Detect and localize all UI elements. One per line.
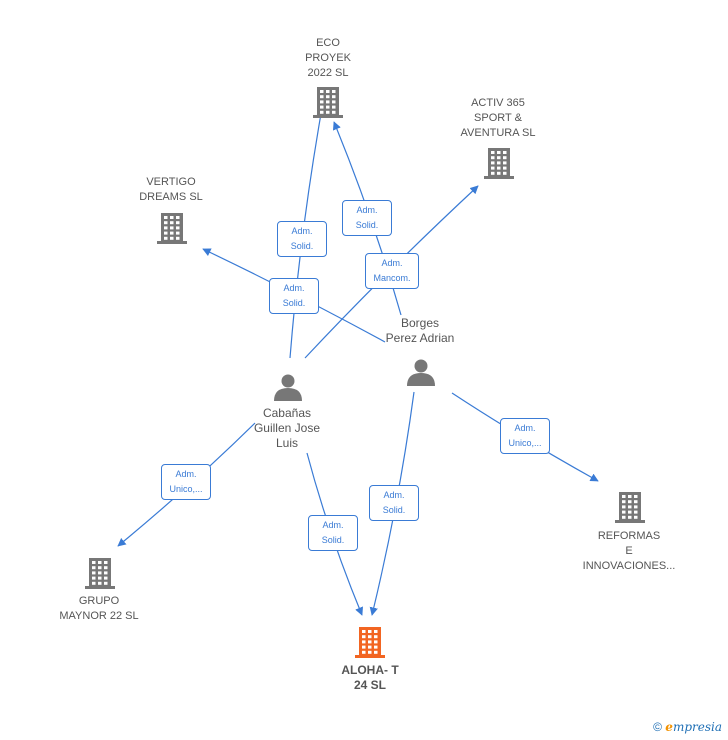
company-vertigo-label[interactable]: VERTIGO DREAMS SL: [139, 176, 203, 203]
edge-label-cabanas-to-aloha[interactable]: Adm. Solid.: [308, 515, 358, 551]
company-activ-label[interactable]: ACTIV 365 SPORT & AVENTURA SL: [460, 96, 536, 139]
edge-label-borges-to-aloha[interactable]: Adm. Solid.: [369, 485, 419, 521]
company-vertigo-building-icon[interactable]: [157, 213, 187, 244]
edge-label-borges-to-eco[interactable]: Adm. Solid.: [342, 200, 392, 236]
edge-label-cabanas-to-grupo[interactable]: Adm. Unico,...: [161, 464, 211, 500]
edge-label-cabanas-to-eco[interactable]: Adm. Solid.: [277, 221, 327, 257]
company-eco-building-icon[interactable]: [313, 87, 343, 118]
edge-label-borges-to-reformas[interactable]: Adm. Unico,...: [500, 418, 550, 454]
company-reformas-label[interactable]: REFORMAS E INNOVACIONES...: [582, 529, 676, 572]
brand-logo-text: mpresia: [672, 720, 722, 734]
edge-label-cabanas-to-activ[interactable]: Adm. Mancom.: [365, 253, 419, 289]
person-cabanas-label[interactable]: Cabañas Guillen Jose Luis: [253, 405, 321, 450]
copyright-symbol: ©: [653, 720, 662, 734]
company-grupo-building-icon[interactable]: [85, 558, 115, 589]
company-aloha-label[interactable]: ALOHA- T 24 SL: [341, 663, 399, 692]
company-activ-building-icon[interactable]: [484, 148, 514, 179]
company-grupo-label[interactable]: GRUPO MAYNOR 22 SL: [59, 595, 139, 622]
company-aloha-building-icon[interactable]: [355, 627, 385, 658]
person-borges-person-icon[interactable]: [407, 359, 435, 387]
empresia-watermark: © empresia: [653, 720, 722, 734]
company-reformas-building-icon[interactable]: [615, 492, 645, 523]
edge-label-borges-to-vertigo[interactable]: Adm. Solid.: [269, 278, 319, 314]
brand-logo-e: e: [665, 720, 673, 734]
person-cabanas-person-icon[interactable]: [274, 374, 302, 402]
company-eco-label[interactable]: ECO PROYEK 2022 SL: [305, 36, 351, 79]
person-borges-label[interactable]: Borges Perez Adrian: [385, 316, 455, 345]
